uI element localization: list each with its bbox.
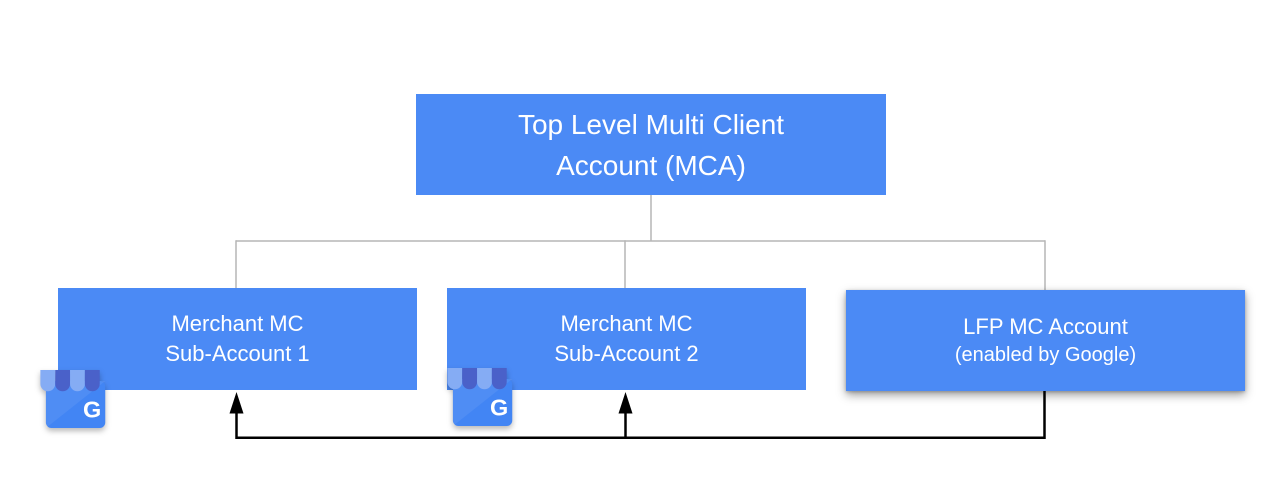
storefront-awning — [447, 368, 507, 390]
merchant-sub-account-2-line1: Merchant MC — [560, 311, 693, 336]
storefront-body — [45, 381, 106, 428]
merchant-sub-account-2-box: Merchant MC Sub-Account 2 — [447, 288, 806, 390]
lfp-mc-account-box: LFP MC Account (enabled by Google) — [846, 290, 1245, 391]
lfp-mc-account-line2: (enabled by Google) — [954, 343, 1137, 366]
top-mca-box-line2: Account (MCA) — [556, 149, 746, 181]
google-business-icon: G — [40, 370, 106, 428]
storefront-awning — [40, 370, 100, 392]
storefront-body — [452, 379, 513, 426]
google-g-letter: G — [83, 397, 101, 423]
merchant-sub-account-1-line1: Merchant MC — [171, 311, 304, 336]
top-mca-box-line1: Top Level Multi Client — [517, 108, 785, 140]
merchant-sub-account-2-line2: Sub-Account 2 — [554, 341, 699, 366]
arrowhead-sub2 — [618, 392, 633, 414]
lfp-mc-account-line1: LFP MC Account — [963, 313, 1128, 339]
arrow-line-lfp-to-subs — [235, 391, 1046, 439]
google-g-letter: G — [490, 395, 508, 421]
top-mca-box: Top Level Multi Client Account (MCA) — [416, 94, 886, 195]
merchant-sub-account-1-box: Merchant MC Sub-Account 1 — [58, 288, 417, 390]
merchant-sub-account-1-line2: Sub-Account 1 — [165, 341, 310, 366]
google-business-icon: G — [447, 368, 513, 426]
arrowhead-sub1 — [229, 392, 244, 414]
